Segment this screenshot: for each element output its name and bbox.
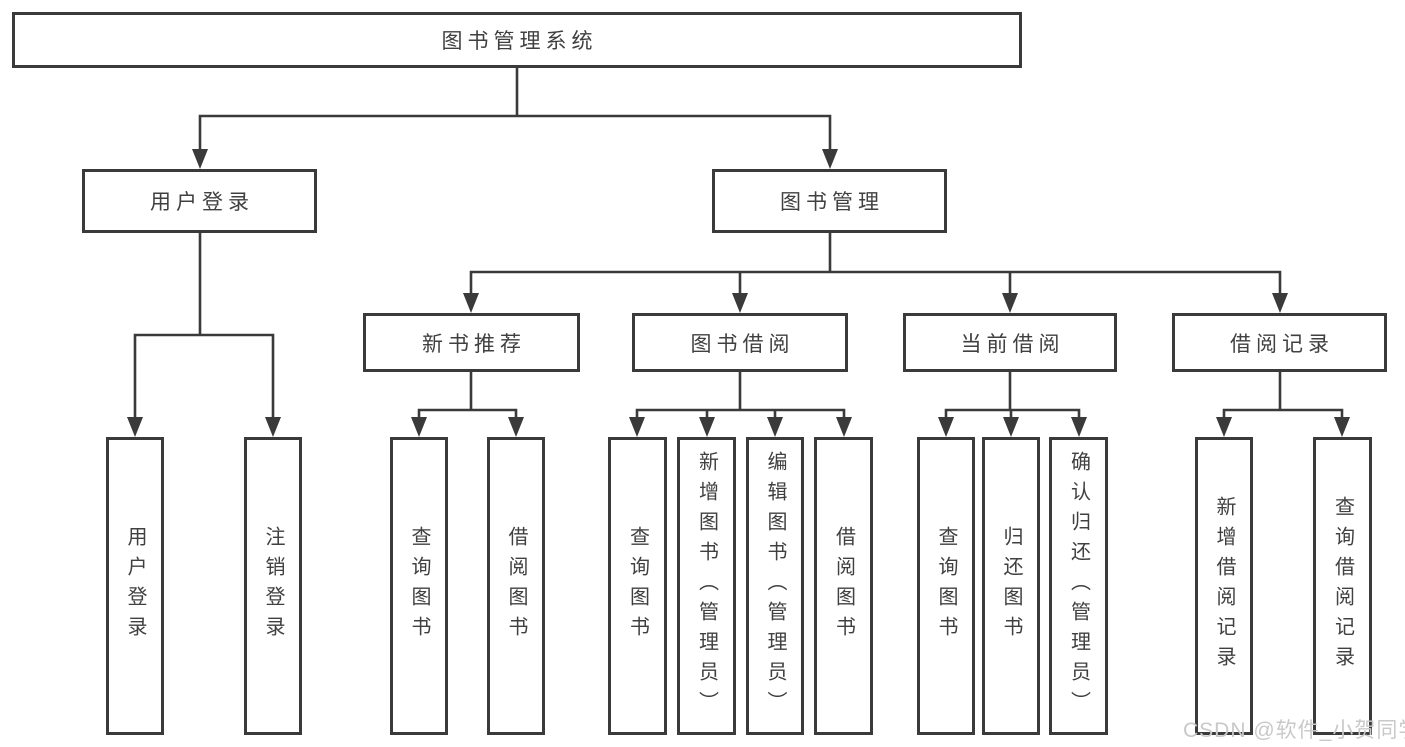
leaf-borrow-books-borrowing: 借阅图书: [814, 437, 873, 735]
node-book-management: 图书管理: [712, 169, 947, 233]
node-new-book-recommend: 新书推荐: [363, 313, 580, 372]
leaf-add-borrow-record: 新增借阅记录: [1195, 437, 1253, 735]
leaf-query-books-recommend: 查询图书: [390, 437, 448, 735]
leaf-edit-books-admin: 编辑图书（管理员）: [746, 437, 804, 735]
node-user-login: 用户登录: [82, 169, 317, 233]
leaf-query-books-current: 查询图书: [917, 437, 975, 735]
watermark: CSDN @软件_小贺同学: [1183, 719, 1405, 742]
leaf-return-books: 归还图书: [982, 437, 1040, 735]
node-current-borrowing: 当前借阅: [903, 313, 1117, 372]
leaf-confirm-return-admin: 确认归还（管理员）: [1049, 437, 1108, 735]
leaf-query-borrow-record: 查询借阅记录: [1313, 437, 1372, 735]
node-library-management-system: 图书管理系统: [12, 12, 1022, 68]
node-borrowing-records: 借阅记录: [1172, 313, 1387, 372]
leaf-query-books-borrowing: 查询图书: [608, 437, 667, 735]
leaf-user-login: 用户登录: [106, 437, 164, 735]
leaf-borrow-books-recommend: 借阅图书: [487, 437, 545, 735]
node-book-borrowing: 图书借阅: [632, 313, 848, 372]
leaf-add-books-admin: 新增图书（管理员）: [677, 437, 736, 735]
leaf-logout: 注销登录: [244, 437, 302, 735]
